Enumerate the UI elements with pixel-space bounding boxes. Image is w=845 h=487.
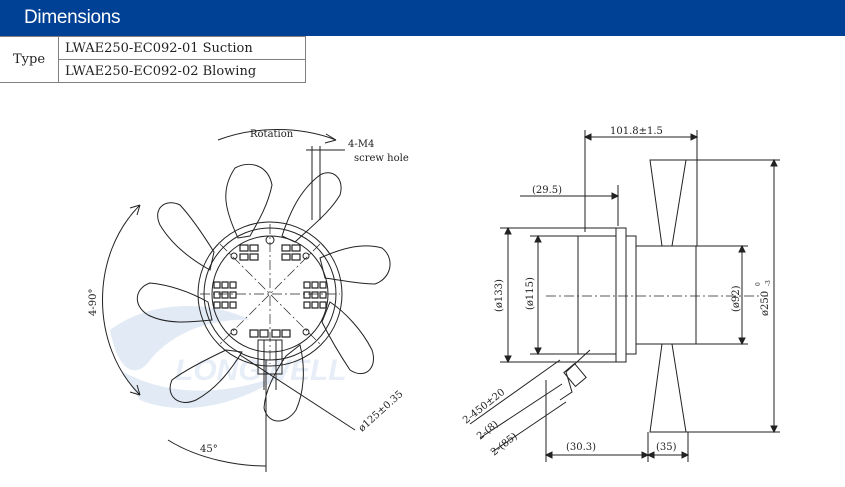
technical-drawing: LONGWELL bbox=[88, 126, 780, 472]
motor-housing bbox=[577, 235, 617, 355]
angle-arc bbox=[102, 204, 141, 396]
blade-bottom bbox=[649, 343, 687, 433]
rotation-arrow bbox=[217, 129, 337, 141]
dim-250-tol-upper: 0 bbox=[755, 282, 762, 286]
angle-arc-45 bbox=[167, 439, 267, 467]
front-view bbox=[102, 129, 391, 472]
rotation-label: Rotation bbox=[250, 129, 294, 140]
rotor bbox=[635, 245, 697, 345]
angle-45-label: 45° bbox=[200, 444, 218, 455]
type-label: Type bbox=[0, 36, 59, 83]
dim-cable-strip: 2-(8) bbox=[475, 419, 501, 442]
dim-250-tol-lower: -3 bbox=[765, 280, 772, 286]
dimensions-header-bar: Dimensions bbox=[0, 0, 845, 36]
angle-label: 4-90° bbox=[88, 289, 99, 316]
screw-hole-label: screw hole bbox=[354, 153, 409, 164]
dim-29-5: (29.5) bbox=[532, 185, 562, 196]
model-blowing: LWAE250-EC092-02 Blowing bbox=[58, 59, 306, 83]
front-view-labels: Rotation 4-M4 screw hole 4-90° 45° ø125±… bbox=[88, 129, 409, 455]
dim-total-depth: 101.8±1.5 bbox=[610, 126, 663, 137]
dim-250: ø250 bbox=[760, 291, 771, 316]
side-cable bbox=[559, 349, 591, 401]
dim-cable-length: 2-450±20 bbox=[461, 387, 507, 426]
dim-92: (ø92) bbox=[731, 285, 742, 312]
watermark-logo: LONGWELL bbox=[110, 306, 347, 409]
screw-label: 4-M4 bbox=[348, 139, 374, 150]
dim-133: (ø133) bbox=[494, 279, 505, 312]
section-title: Dimensions bbox=[24, 7, 121, 28]
hub-vents bbox=[213, 244, 327, 338]
dim-cable-85: 2-(85) bbox=[489, 431, 520, 458]
screw-holes bbox=[230, 235, 310, 336]
blade-top bbox=[649, 159, 687, 247]
dim-35: (35) bbox=[656, 442, 677, 453]
type-table: Type LWAE250-EC092-01 Suction LWAE250-EC… bbox=[0, 36, 306, 83]
side-view bbox=[469, 130, 780, 462]
hub-outer-ring bbox=[197, 221, 343, 367]
table-row: Type LWAE250-EC092-01 Suction bbox=[0, 36, 306, 83]
dim-30-3: (30.3) bbox=[566, 442, 596, 453]
diameter-125-label: ø125±0.35 bbox=[357, 389, 406, 434]
dim-115: (ø115) bbox=[525, 277, 536, 310]
table-row: LWAE250-EC092-02 Blowing bbox=[0, 59, 306, 83]
model-suction: LWAE250-EC092-01 Suction bbox=[58, 36, 306, 60]
